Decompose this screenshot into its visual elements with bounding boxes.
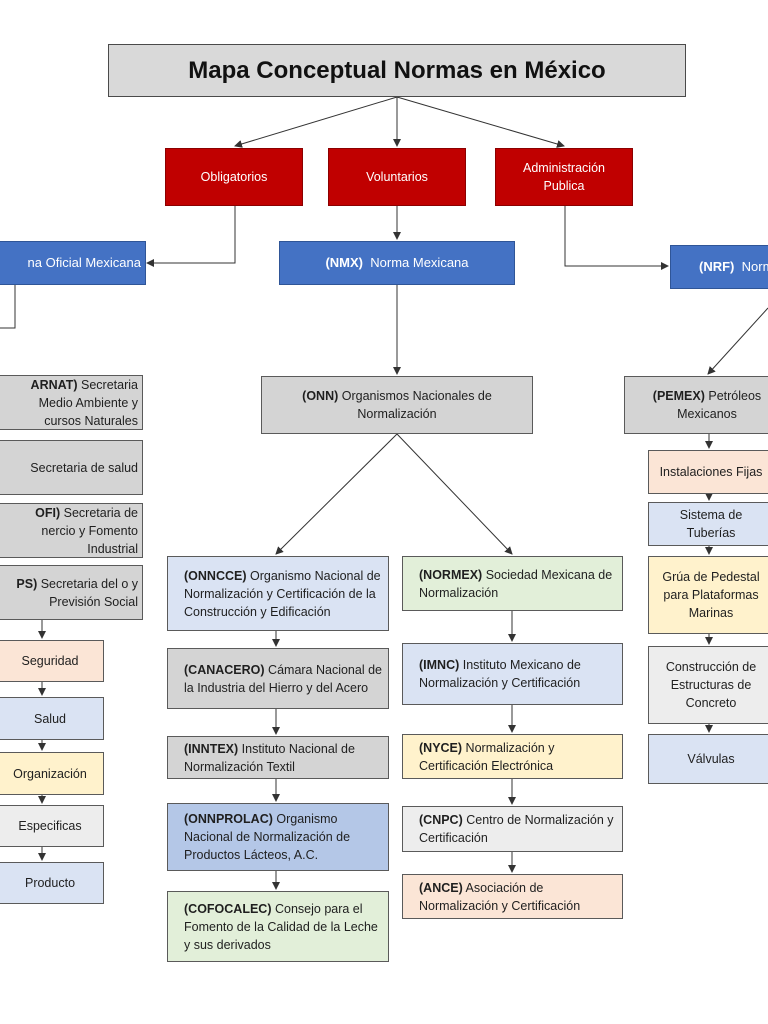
edge-onn-onncce xyxy=(275,433,398,555)
canacero-name: Cámara Nacional de la Industria del Hier… xyxy=(184,662,382,695)
nrf-name: Norm xyxy=(741,259,768,274)
step-organizacion: Organización xyxy=(0,752,104,795)
semarnat-code: ARNAT) xyxy=(30,377,78,392)
step-especificas: Especificas xyxy=(0,805,104,847)
org-onnprolac: (ONNPROLAC) Organismo Nacional de Normal… xyxy=(167,803,389,871)
org-salud: Secretaria de salud xyxy=(0,440,143,495)
secofi-code: OFI) xyxy=(35,505,61,520)
category-obligatorios: Obligatorios xyxy=(165,148,303,206)
item-tuberias: Sistema de Tuberías xyxy=(648,502,768,546)
inntex-code: (INNTEX) xyxy=(184,741,239,756)
edge-onn-normex xyxy=(396,433,513,555)
onnprolac-name: Organismo Nacional de Normalización de P… xyxy=(184,812,351,862)
org-onncce: (ONNCCE) Organismo Nacional de Normaliza… xyxy=(167,556,389,631)
item-construccion: Construcción de Estructuras de Concreto xyxy=(648,646,768,724)
item-valvulas: Válvulas xyxy=(648,734,768,784)
nmx-name: Norma Mexicana xyxy=(370,255,469,270)
onncce-code: (ONNCCE) xyxy=(184,568,247,583)
org-imnc: (IMNC) Instituto Mexicano de Normalizaci… xyxy=(402,643,623,705)
nmx-code: (NMX) xyxy=(325,255,364,270)
step-seguridad: Seguridad xyxy=(0,640,104,682)
nyce-name: Normalización y Certificación Electrónic… xyxy=(419,740,555,773)
org-inntex: (INNTEX) Instituto Nacional de Normaliza… xyxy=(167,736,389,779)
norm-nrf: (NRF) Norm xyxy=(670,245,768,289)
semarnat-name: Secretaria Medio Ambiente y cursos Natur… xyxy=(38,377,138,428)
imnc-code: (IMNC) xyxy=(419,658,460,672)
norm-nmx: (NMX) Norma Mexicana xyxy=(279,241,515,285)
edge-nrf-pemex xyxy=(707,307,768,375)
normex-code: (NORMEX) xyxy=(419,567,483,582)
nrf-code: (NRF) xyxy=(699,259,735,274)
cofocalec-code: (COFOCALEC) xyxy=(184,901,272,916)
inntex-name: Instituto Nacional de Normalización Text… xyxy=(184,741,355,774)
org-cofocalec: (COFOCALEC) Consejo para el Fomento de l… xyxy=(167,891,389,962)
org-semarnat: ARNAT) Secretaria Medio Ambiente y curso… xyxy=(0,375,143,430)
category-administracion: Administración Publica xyxy=(495,148,633,206)
stps-name: Secretaria del o y Previsión Social xyxy=(40,576,138,609)
org-cnpc: (CNPC) Centro de Normalización y Certifi… xyxy=(402,806,623,852)
category-voluntarios: Voluntarios xyxy=(328,148,466,206)
onn-code: (ONN) xyxy=(302,389,339,403)
step-producto: Producto xyxy=(0,862,104,904)
org-nyce: (NYCE) Normalización y Certificación Ele… xyxy=(402,734,623,779)
canacero-code: (CANACERO) xyxy=(184,662,265,677)
edge-title-obligatorios xyxy=(234,96,398,148)
onncce-name: Organismo Nacional de Normalización y Ce… xyxy=(184,568,381,619)
org-ance: (ANCE) Asociación de Normalización y Cer… xyxy=(402,874,623,919)
onnprolac-code: (ONNPROLAC) xyxy=(184,812,273,826)
stps-code: PS) xyxy=(16,576,38,591)
ance-name: Asociación de Normalización y Certificac… xyxy=(419,880,581,913)
edge-title-administracion xyxy=(396,96,565,148)
onn-name: Organismos Nacionales de Normalización xyxy=(341,389,492,421)
ance-code: (ANCE) xyxy=(419,880,463,895)
norm-nom: na Oficial Mexicana xyxy=(0,241,146,285)
normex-name: Sociedad Mexicana de Normalización xyxy=(419,567,613,600)
imnc-name: Instituto Mexicano de Normalización y Ce… xyxy=(419,658,581,690)
edge-obligatorios-nom xyxy=(146,206,236,267)
org-secofi: OFI) Secretaria de nercio y Fomento Indu… xyxy=(0,503,143,558)
nyce-code: (NYCE) xyxy=(419,740,463,755)
org-onn: (ONN) Organismos Nacionales de Normaliza… xyxy=(261,376,533,434)
cnpc-name: Centro de Normalización y Certificación xyxy=(419,813,614,845)
item-grua: Grúa de Pedestal para Plataformas Marina… xyxy=(648,556,768,634)
edge-nom-bracket xyxy=(0,285,16,329)
cofocalec-name: Consejo para el Fomento de la Calidad de… xyxy=(184,901,378,952)
step-salud: Salud xyxy=(0,697,104,740)
org-stps: PS) Secretaria del o y Previsión Social xyxy=(0,565,143,620)
secofi-name: Secretaria de nercio y Fomento Industria… xyxy=(41,505,138,556)
pemex-name: Petróleos Mexicanos xyxy=(677,389,762,421)
edge-administracion-nrf xyxy=(564,206,669,270)
pemex-code: (PEMEX) xyxy=(652,389,705,403)
map-title: Mapa Conceptual Normas en México xyxy=(108,44,686,97)
org-canacero: (CANACERO) Cámara Nacional de la Industr… xyxy=(167,648,389,709)
org-normex: (NORMEX) Sociedad Mexicana de Normalizac… xyxy=(402,556,623,611)
org-pemex: (PEMEX) Petróleos Mexicanos xyxy=(624,376,768,434)
cnpc-code: (CNPC) xyxy=(419,813,463,827)
item-instalaciones: Instalaciones Fijas xyxy=(648,450,768,494)
